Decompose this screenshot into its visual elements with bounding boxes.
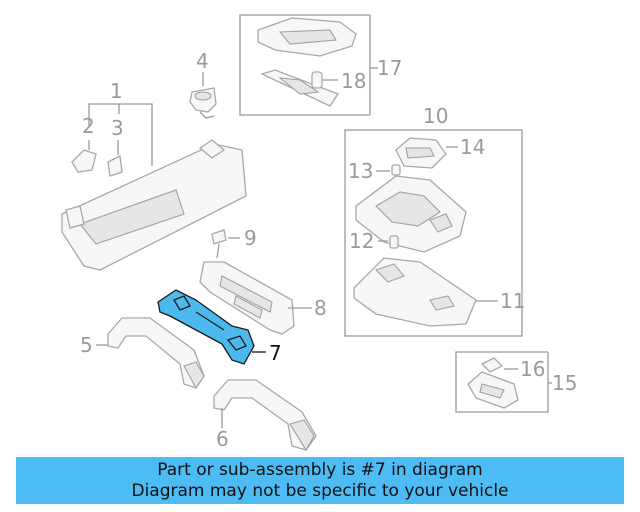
info-banner: Part or sub-assembly is #7 in diagram Di… <box>16 457 624 504</box>
part-6 <box>213 379 317 452</box>
part-8 <box>199 261 295 335</box>
callout-18: 18 <box>341 69 366 93</box>
part-17-group <box>239 14 378 116</box>
callout-3: 3 <box>111 116 124 140</box>
part-14 <box>395 137 447 169</box>
callout-12: 12 <box>349 229 374 253</box>
callout-4: 4 <box>196 49 209 73</box>
callout-7: 7 <box>269 341 282 365</box>
part-15 <box>467 371 519 409</box>
parts-diagram: 18 17 4 1 2 3 9 8 <box>61 14 577 452</box>
callout-13: 13 <box>348 159 373 183</box>
part-7-highlighted[interactable] <box>157 289 255 365</box>
callout-2: 2 <box>82 114 95 138</box>
part-2 <box>71 149 97 173</box>
callout-11: 11 <box>500 289 525 313</box>
callout-6: 6 <box>216 427 229 451</box>
part-11 <box>353 257 477 327</box>
part-9 <box>211 229 240 259</box>
part-16 <box>480 357 518 373</box>
callout-16: 16 <box>520 357 545 381</box>
callout-9: 9 <box>244 226 257 250</box>
callout-5: 5 <box>80 333 93 357</box>
part-3 <box>107 155 123 177</box>
callout-10: 10 <box>423 104 448 128</box>
part-5 <box>107 317 205 390</box>
part-4 <box>189 87 217 119</box>
part-console-upper <box>355 175 467 253</box>
banner-line-2: Diagram may not be specific to your vehi… <box>131 481 509 501</box>
part-1-visor <box>61 139 247 271</box>
callout-15: 15 <box>552 371 577 395</box>
callout-17: 17 <box>377 56 402 80</box>
callout-1: 1 <box>110 79 123 103</box>
banner-line-1: Part or sub-assembly is #7 in diagram <box>157 460 483 480</box>
callout-8: 8 <box>314 296 327 320</box>
callout-14: 14 <box>460 135 485 159</box>
